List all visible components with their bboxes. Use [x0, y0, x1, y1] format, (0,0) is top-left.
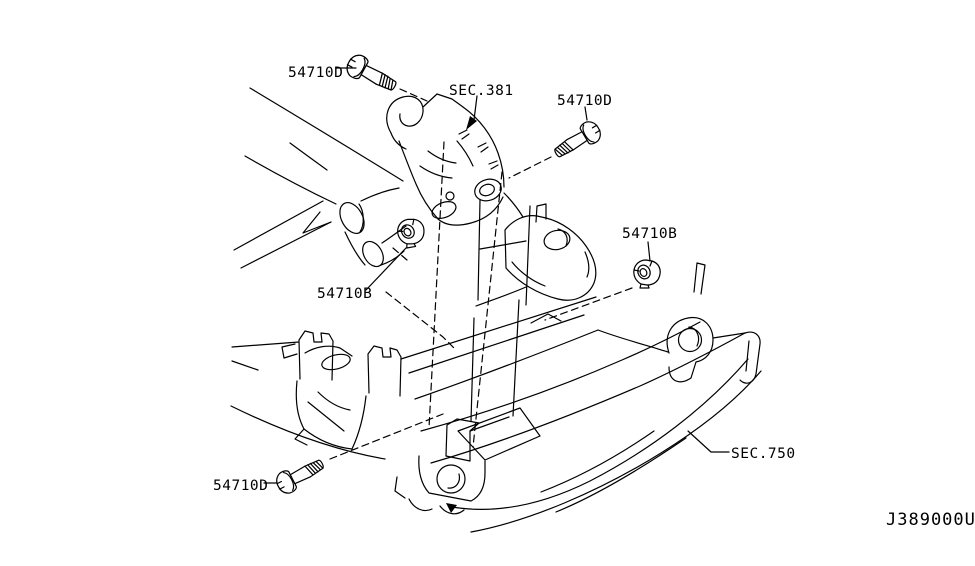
carrier-support-legs	[457, 199, 541, 461]
callout-leader-lines	[263, 67, 730, 484]
suspension-member-drawing	[400, 262, 761, 464]
mount-arm-bushings	[339, 187, 407, 268]
frame-rail-lines	[230, 87, 404, 460]
callout-section-381[interactable]: SEC.381	[449, 83, 514, 99]
callout-bolt-top-right[interactable]: 54710D	[557, 93, 612, 109]
flange-nut-glyph-left	[395, 216, 428, 250]
mount-bracket-drawing	[504, 203, 597, 301]
dashed-projection-lines	[329, 88, 633, 460]
callout-bolt-top-left[interactable]: 54710D	[288, 65, 343, 81]
left-tower-bracket	[281, 330, 402, 450]
callout-section-750[interactable]: SEC.750	[731, 446, 796, 462]
flange-nut-glyph-right	[633, 259, 661, 289]
flange-bolt-glyph-top-left	[342, 50, 401, 99]
lower-bracket-drawing	[394, 418, 486, 515]
flange-bolt-glyph-bottom-left	[272, 453, 329, 498]
diagram-code: J389000U	[886, 510, 975, 530]
callout-nut-left[interactable]: 54710B	[317, 286, 372, 302]
flange-bolt-glyph-top-right	[549, 117, 605, 164]
differential-carrier-drawing	[386, 93, 524, 226]
sec381-arrowhead	[466, 116, 477, 130]
callout-nut-right[interactable]: 54710B	[622, 226, 677, 242]
skid-bar-drawing	[446, 358, 762, 533]
callout-bolt-bottom-left[interactable]: 54710D	[213, 478, 268, 494]
